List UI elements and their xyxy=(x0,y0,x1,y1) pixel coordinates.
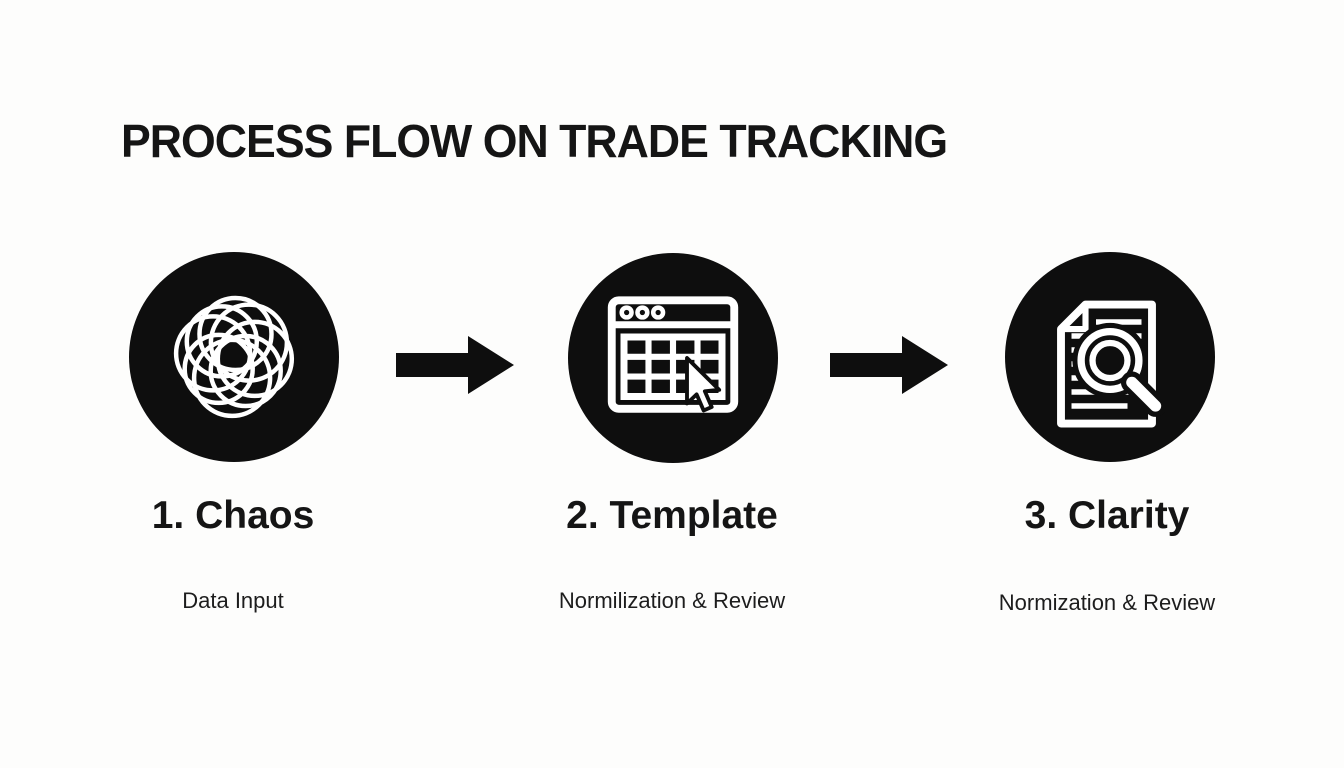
step-3-heading: 3. Clarity xyxy=(1024,494,1190,537)
arrow-right-icon xyxy=(396,336,514,394)
step-2-heading: 2. Template xyxy=(566,494,778,537)
step-1-circle xyxy=(129,252,339,462)
step-1-subtitle: Data Input xyxy=(182,588,284,613)
clarity-document-magnifier-icon xyxy=(1057,300,1167,428)
diagram-title: PROCESS FLOW ON TRADE TRACKING xyxy=(121,115,948,167)
arrow-right-icon xyxy=(830,336,948,394)
step-1-heading: 1. Chaos xyxy=(151,494,315,537)
step-3-circle xyxy=(1005,252,1215,462)
chaos-scribble-icon xyxy=(173,295,295,419)
step-2-subtitle: Normilization & Review xyxy=(558,588,786,613)
template-grid-cursor-icon xyxy=(607,296,739,413)
step-2-circle xyxy=(568,253,778,463)
step-3-subtitle: Normization & Review xyxy=(998,590,1216,615)
